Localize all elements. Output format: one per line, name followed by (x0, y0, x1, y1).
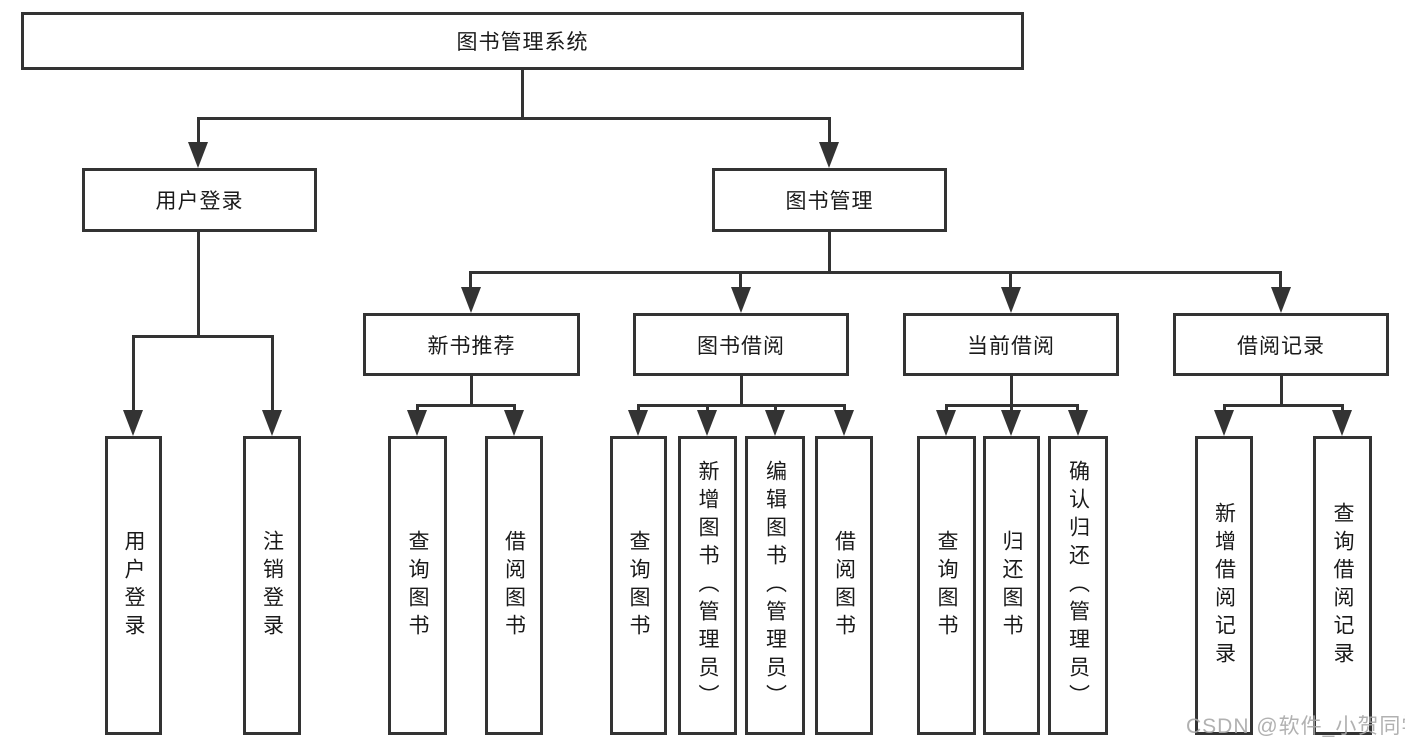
connector-line (740, 376, 743, 407)
leaf-add-books-admin: 新增图书（管理员） (678, 436, 737, 735)
leaf-label: 借阅图书 (832, 529, 856, 642)
leaf-query-books-current: 查询图书 (917, 436, 976, 735)
arrow-down-icon (461, 287, 481, 313)
arrow-down-icon (819, 142, 839, 168)
node-label: 当前借阅 (967, 334, 1055, 358)
leaf-query-borrow-record: 查询借阅记录 (1313, 436, 1372, 735)
leaf-edit-books-admin: 编辑图书（管理员） (745, 436, 805, 735)
leaf-label: 注销登录 (260, 529, 284, 642)
node-book-borrowing: 图书借阅 (633, 313, 849, 376)
arrow-down-icon (628, 410, 648, 436)
arrow-down-icon (123, 410, 143, 436)
connector-line (774, 404, 777, 414)
leaf-label: 查询图书 (406, 529, 430, 642)
arrow-down-icon (188, 142, 208, 168)
arrow-down-icon (407, 410, 427, 436)
leaf-label: 用户登录 (122, 529, 146, 642)
connector-line (1010, 376, 1013, 407)
leaf-user-login: 用户登录 (105, 436, 162, 735)
leaf-label: 查询图书 (627, 529, 651, 642)
arrow-down-icon (731, 287, 751, 313)
connector-line (197, 232, 200, 338)
leaf-label: 新增借阅记录 (1212, 501, 1236, 670)
arrow-down-icon (1001, 410, 1021, 436)
connector-line (1223, 404, 1344, 407)
connector-line (637, 404, 845, 407)
connector-line (470, 271, 1282, 274)
node-borrowing-records: 借阅记录 (1173, 313, 1389, 376)
connector-line (132, 335, 135, 412)
node-new-book-recommendation: 新书推荐 (363, 313, 580, 376)
arrow-down-icon (765, 410, 785, 436)
connector-line (828, 117, 831, 145)
leaf-label: 编辑图书（管理员） (763, 459, 787, 712)
connector-line (843, 404, 846, 414)
connector-line (1280, 376, 1283, 407)
node-label: 图书借阅 (697, 334, 785, 358)
leaf-label: 新增图书（管理员） (696, 459, 720, 712)
leaf-query-books-recommend: 查询图书 (388, 436, 447, 735)
leaf-return-books: 归还图书 (983, 436, 1040, 735)
leaf-label: 借阅图书 (502, 529, 526, 642)
node-label: 用户登录 (155, 190, 244, 213)
leaf-query-books-borrowing: 查询图书 (610, 436, 667, 735)
connector-line (1279, 271, 1282, 291)
connector-line (637, 404, 640, 414)
leaf-label: 归还图书 (1000, 529, 1024, 642)
csdn-watermark: CSDN @软件_小贺同学 (1186, 715, 1405, 738)
arrow-down-icon (1068, 410, 1088, 436)
node-label: 图书管理系统 (456, 31, 589, 54)
connector-line (513, 404, 516, 414)
connector-line (1341, 404, 1344, 414)
leaf-borrow-books: 借阅图书 (815, 436, 873, 735)
connector-line (1010, 404, 1013, 414)
node-label: 新书推荐 (427, 334, 516, 358)
connector-line (198, 117, 831, 120)
arrow-down-icon (834, 410, 854, 436)
node-current-borrowing: 当前借阅 (903, 313, 1119, 376)
leaf-label: 确认归还（管理员） (1066, 459, 1090, 712)
connector-line (945, 404, 948, 414)
node-label: 借阅记录 (1237, 334, 1325, 358)
arrow-down-icon (1214, 410, 1234, 436)
connector-line (739, 271, 742, 291)
connector-line (706, 404, 709, 414)
leaf-add-borrow-record: 新增借阅记录 (1195, 436, 1253, 735)
arrow-down-icon (1001, 287, 1021, 313)
leaf-logout: 注销登录 (243, 436, 301, 735)
connector-line (416, 404, 516, 407)
leaf-confirm-return-admin: 确认归还（管理员） (1048, 436, 1108, 735)
arrow-down-icon (936, 410, 956, 436)
connector-line (132, 335, 274, 338)
connector-line (1009, 271, 1012, 291)
node-label: 图书管理 (785, 190, 874, 213)
connector-line (416, 404, 419, 414)
leaf-label: 查询图书 (935, 529, 959, 642)
node-book-management: 图书管理 (712, 168, 947, 232)
connector-line (469, 271, 472, 291)
leaf-borrow-books-recommend: 借阅图书 (485, 436, 543, 735)
connector-line (271, 335, 274, 412)
node-library-management-system: 图书管理系统 (21, 12, 1024, 70)
arrow-down-icon (504, 410, 524, 436)
connector-line (470, 376, 473, 407)
connector-line (828, 232, 831, 273)
arrow-down-icon (1332, 410, 1352, 436)
connector-line (1223, 404, 1226, 414)
arrow-down-icon (262, 410, 282, 436)
connector-line (197, 117, 200, 145)
connector-line (1076, 404, 1079, 414)
leaf-label: 查询借阅记录 (1331, 501, 1355, 670)
arrow-down-icon (1271, 287, 1291, 313)
connector-line (521, 70, 524, 118)
arrow-down-icon (697, 410, 717, 436)
node-user-login: 用户登录 (82, 168, 317, 232)
